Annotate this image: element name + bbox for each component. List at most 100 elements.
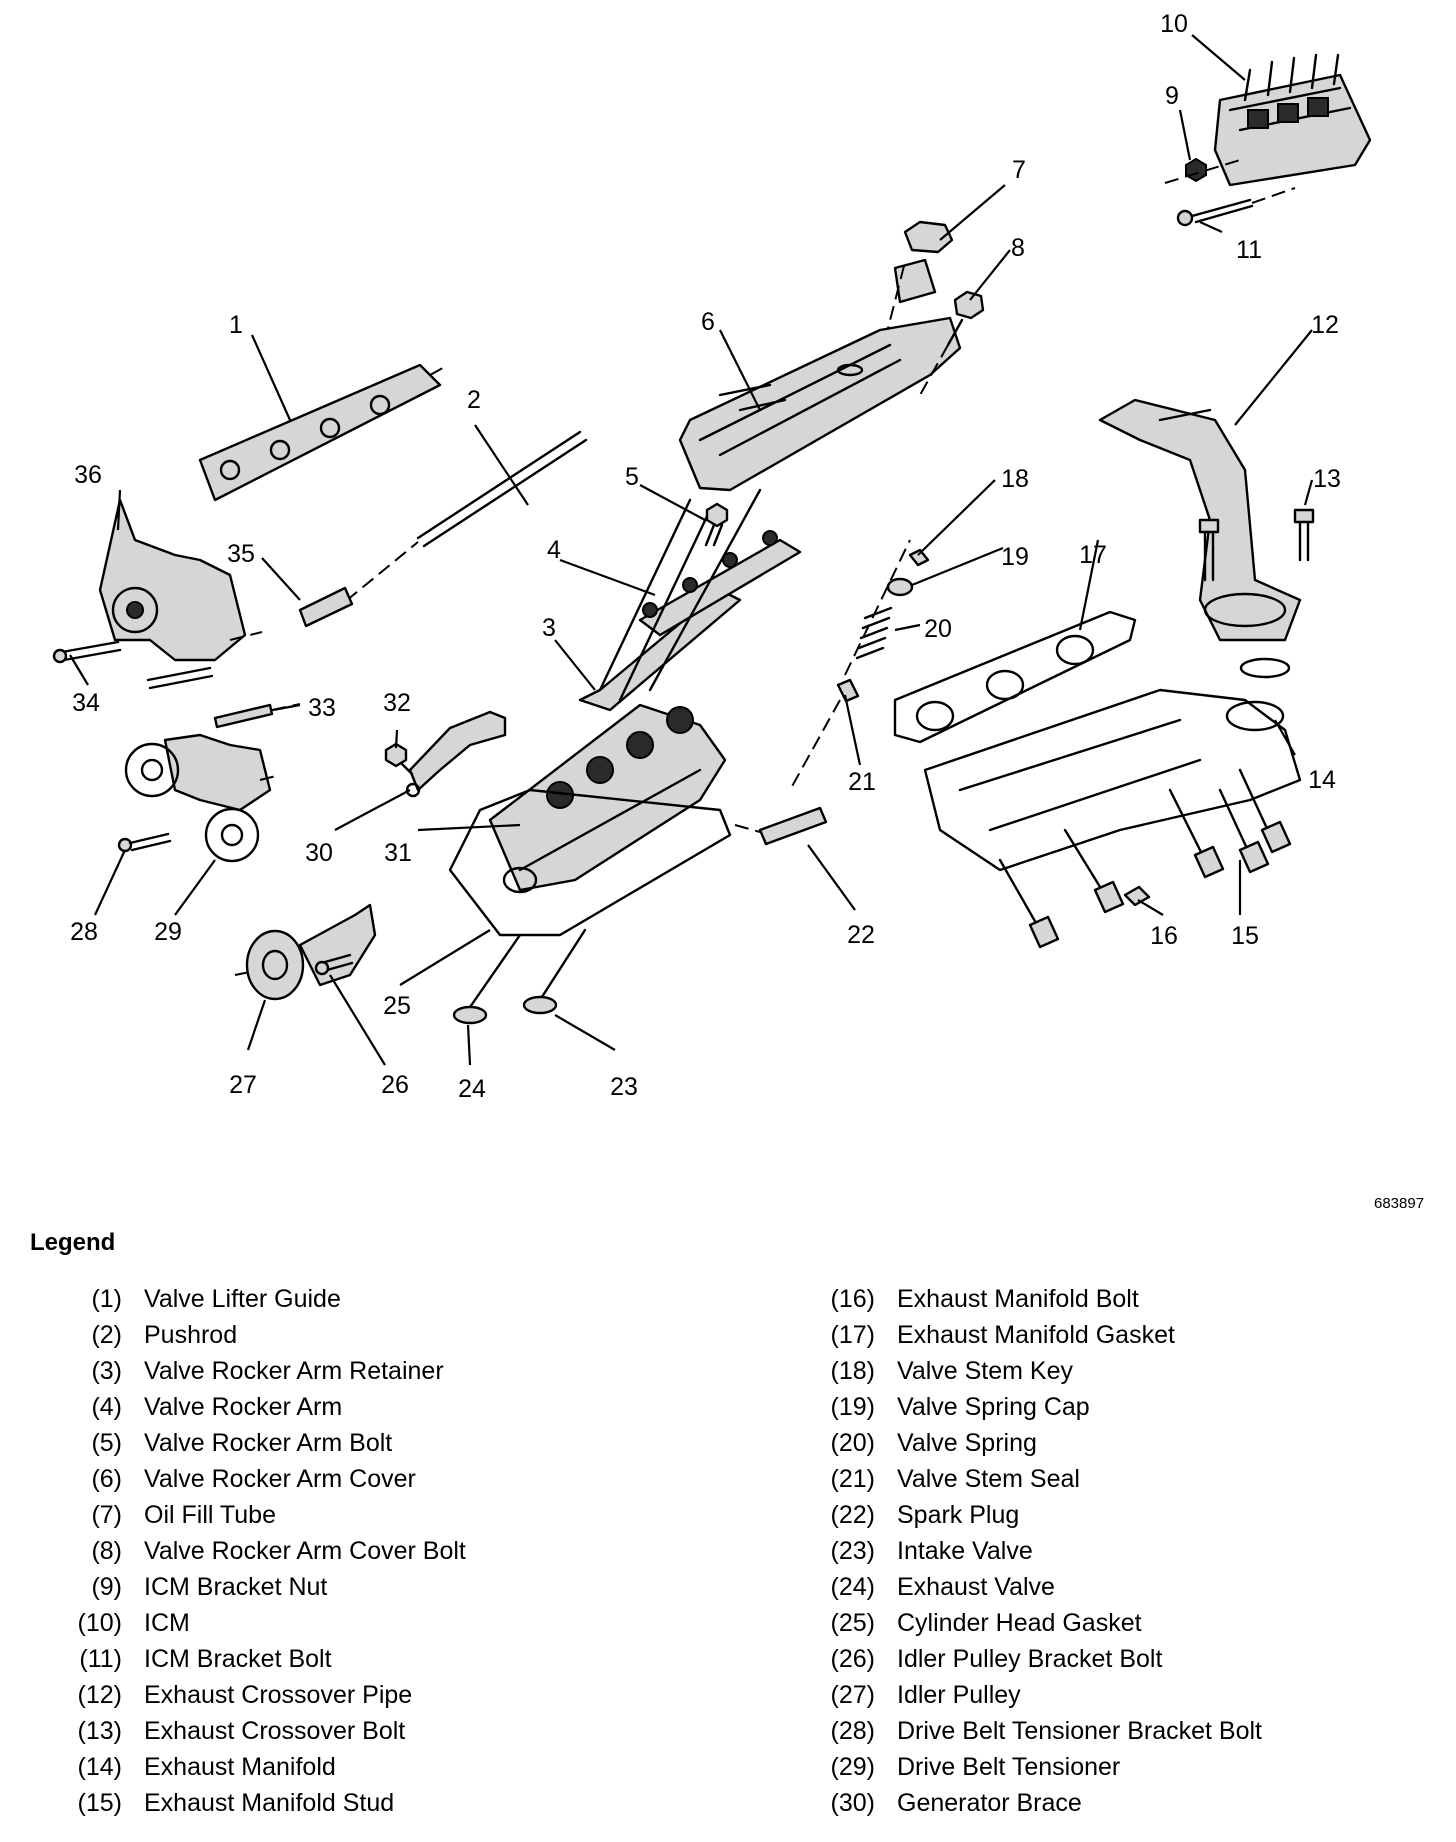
legend-number: (20) — [830, 1428, 875, 1457]
legend-item: (6)Valve Rocker Arm Cover — [58, 1461, 466, 1497]
callout-23: 23 — [610, 1073, 638, 1101]
legend-label: ICM — [144, 1608, 190, 1637]
legend-item: (21) Valve Stem Seal — [800, 1461, 1262, 1497]
legend-number: (24) — [830, 1572, 875, 1601]
callout-29: 29 — [154, 918, 182, 946]
leader-lines — [69, 34, 1314, 1066]
legend-number: (28) — [830, 1716, 875, 1745]
oil-fill-tube-part — [884, 220, 954, 341]
valve-rocker-arm-cover-part — [678, 316, 962, 492]
callout-31: 31 — [384, 839, 412, 867]
legend-item: (20) Valve Spring — [800, 1425, 1262, 1461]
legend-number: (27) — [830, 1680, 875, 1709]
legend-label: Valve Spring Cap — [897, 1392, 1090, 1421]
icm-part — [1213, 53, 1372, 187]
icm-bracket-bolt-part — [1176, 187, 1296, 227]
callout-17: 17 — [1079, 541, 1107, 569]
legend-number: (1) — [91, 1284, 122, 1313]
bolt-32 — [384, 742, 414, 776]
legend-label: Idler Pulley Bracket Bolt — [897, 1644, 1163, 1673]
drive-belt-tensioner-part — [124, 733, 281, 863]
legend-number: (10) — [77, 1608, 122, 1637]
callout-7: 7 — [1012, 156, 1026, 184]
callout-25: 25 — [383, 992, 411, 1020]
legend-label: Exhaust Crossover Bolt — [144, 1716, 406, 1745]
legend-item: (14)Exhaust Manifold — [58, 1749, 466, 1785]
callout-34: 34 — [72, 689, 100, 717]
exhaust-manifold-part — [923, 688, 1302, 872]
legend-item: (23)Intake Valve — [800, 1533, 1262, 1569]
valve-rocker-arm-cover-bolt-part — [919, 290, 985, 396]
intake-valve-part — [522, 928, 587, 1015]
legend-label: Generator Brace — [897, 1788, 1082, 1817]
legend-item: (24) Exhaust Valve — [800, 1569, 1262, 1605]
legend-label: Exhaust Valve — [897, 1572, 1055, 1601]
legend-number: (11) — [79, 1644, 122, 1673]
callout-5: 5 — [625, 463, 639, 491]
callout-4: 4 — [547, 536, 561, 564]
idler-pulley-part — [234, 903, 377, 1001]
legend-number: (26) — [830, 1644, 875, 1673]
legend-item: (5)Valve Rocker Arm Bolt — [58, 1425, 466, 1461]
legend-title: Legend — [30, 1229, 116, 1256]
legend-number: (15) — [77, 1788, 122, 1817]
callout-26: 26 — [381, 1071, 409, 1099]
callout-16: 16 — [1150, 922, 1178, 950]
legend-label: Drive Belt Tensioner — [897, 1752, 1121, 1781]
legend-number: (21) — [830, 1464, 875, 1493]
legend-number: (23) — [830, 1536, 875, 1565]
callout-36: 36 — [74, 461, 102, 489]
valve-rocker-arm-bolt-part — [704, 502, 729, 547]
callout-3: 3 — [542, 614, 556, 642]
legend-label: Valve Stem Seal — [897, 1464, 1080, 1493]
exhaust-crossover-pipe-part — [1098, 398, 1302, 679]
lifter-part — [298, 586, 354, 628]
callout-30: 30 — [305, 839, 333, 867]
legend-item: (17)Exhaust Manifold Gasket — [800, 1317, 1262, 1353]
legend-label: ICM Bracket Bolt — [144, 1644, 332, 1673]
legend-number: (13) — [77, 1716, 122, 1745]
valve-stem-seal-part — [789, 539, 911, 791]
callout-13: 13 — [1313, 465, 1341, 493]
callout-labels: 1 2 3 4 5 6 7 8 9 10 11 12 13 14 15 16 1… — [70, 10, 1341, 1103]
legend-label: Idler Pulley — [897, 1680, 1021, 1709]
valve-lifter-guide-part — [198, 363, 449, 502]
callout-28: 28 — [70, 918, 98, 946]
icm-bracket-nut-part — [1164, 157, 1241, 184]
legend-label: Exhaust Manifold — [144, 1752, 336, 1781]
legend-item: (30)Generator Brace — [800, 1785, 1262, 1821]
legend-number: (22) — [830, 1500, 875, 1529]
legend-number: (4) — [91, 1392, 122, 1421]
exhaust-valve-part — [452, 933, 522, 1025]
legend-label: Cylinder Head Gasket — [897, 1608, 1142, 1637]
legend-number: (6) — [91, 1464, 122, 1493]
callout-32: 32 — [383, 689, 411, 717]
legend-item: (29)Drive Belt Tensioner — [800, 1749, 1262, 1785]
legend-item: (4)Valve Rocker Arm — [58, 1389, 466, 1425]
callout-12: 12 — [1311, 311, 1339, 339]
legend-item: (28) Drive Belt Tensioner Bracket Bolt — [800, 1713, 1262, 1749]
legend-label: Drive Belt Tensioner Bracket Bolt — [897, 1716, 1262, 1745]
legend-label: Spark Plug — [897, 1500, 1020, 1529]
callout-10: 10 — [1160, 10, 1188, 38]
cylinder-head-gasket-part — [448, 788, 732, 937]
callout-6: 6 — [701, 308, 715, 336]
legend-item: (26) Idler Pulley Bracket Bolt — [800, 1641, 1262, 1677]
legend-number: (25) — [830, 1608, 875, 1637]
callout-8: 8 — [1011, 234, 1025, 262]
callout-24: 24 — [458, 1075, 486, 1103]
callout-11: 11 — [1236, 236, 1262, 264]
callout-9: 9 — [1165, 82, 1179, 110]
legend-item: (11) ICM Bracket Bolt — [58, 1641, 466, 1677]
callout-22: 22 — [847, 921, 875, 949]
legend-label: Valve Rocker Arm Retainer — [144, 1356, 444, 1385]
legend-item: (16)Exhaust Manifold Bolt — [800, 1281, 1262, 1317]
legend-number: (5) — [91, 1428, 122, 1457]
legend-label: Oil Fill Tube — [144, 1500, 276, 1529]
legend-label: Valve Spring — [897, 1428, 1037, 1457]
callout-15: 15 — [1231, 922, 1259, 950]
legend-number: (9) — [91, 1572, 122, 1601]
legend-item: (2)Pushrod — [58, 1317, 466, 1353]
legend-label: Exhaust Manifold Stud — [144, 1788, 395, 1817]
legend-item: (9)ICM Bracket Nut — [58, 1569, 466, 1605]
